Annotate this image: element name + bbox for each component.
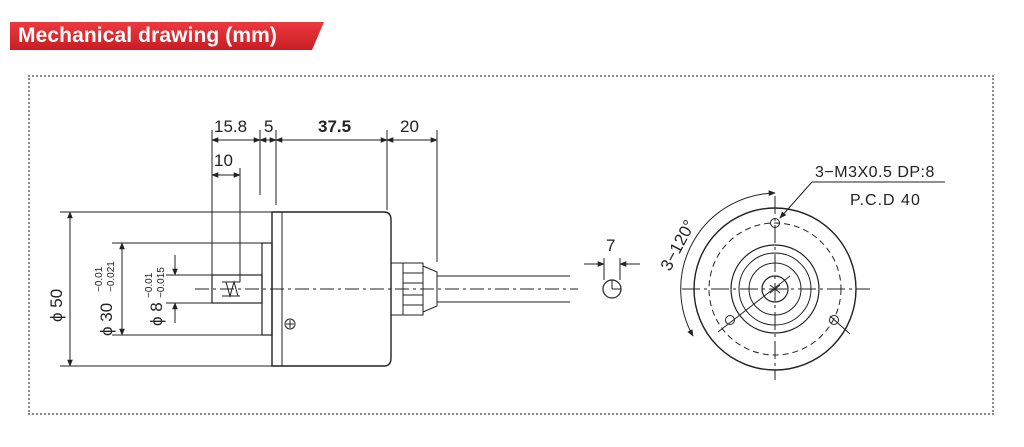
shaft-cut-mark bbox=[222, 280, 240, 298]
tol-8-upper: −0.01 bbox=[144, 272, 155, 298]
thread-leader bbox=[779, 181, 813, 219]
encoder-shaft bbox=[211, 274, 263, 304]
header-tab-shape bbox=[10, 22, 324, 50]
dim-phi-30: ϕ 30 bbox=[97, 303, 116, 336]
section-header-tab bbox=[8, 20, 326, 52]
dim-20: 20 bbox=[400, 117, 419, 136]
dim-10: 10 bbox=[214, 151, 233, 170]
pcd-label: P.C.D 40 bbox=[850, 192, 921, 209]
encoder-body bbox=[271, 211, 392, 367]
thread-label: 3−M3X0.5 DP:8 bbox=[815, 164, 935, 181]
dim-phi-8: ϕ 8 bbox=[147, 302, 166, 326]
dim-phi-30-group: ϕ 30 −0.01 −0.021 bbox=[94, 261, 117, 336]
tol-30-lower: −0.021 bbox=[106, 261, 117, 292]
front-view bbox=[680, 181, 945, 380]
cable-gland bbox=[390, 262, 438, 316]
body-screw bbox=[284, 318, 296, 330]
angle-label: 3−120° bbox=[657, 217, 699, 274]
side-view bbox=[60, 130, 578, 367]
shaft-end-view bbox=[584, 258, 640, 299]
drawing-frame bbox=[28, 75, 994, 415]
dim-phi-50: ϕ 50 bbox=[47, 289, 66, 322]
dim-7: 7 bbox=[606, 236, 615, 255]
dim-37-5: 37.5 bbox=[318, 117, 351, 136]
dim-phi-8-group: ϕ 8 −0.01 −0.015 bbox=[144, 267, 167, 326]
mount-hole-right bbox=[829, 315, 839, 325]
dim-5: 5 bbox=[264, 117, 273, 136]
dim-15-8: 15.8 bbox=[214, 117, 247, 136]
tol-8-lower: −0.015 bbox=[156, 267, 167, 298]
tol-30-upper: −0.01 bbox=[94, 266, 105, 292]
angle-arc bbox=[680, 190, 776, 337]
section-title: Mechanical drawing (mm) bbox=[18, 24, 278, 47]
dim-phi-50-group: ϕ 50 bbox=[47, 289, 66, 322]
angle-label-group: 3−120° bbox=[657, 217, 699, 274]
